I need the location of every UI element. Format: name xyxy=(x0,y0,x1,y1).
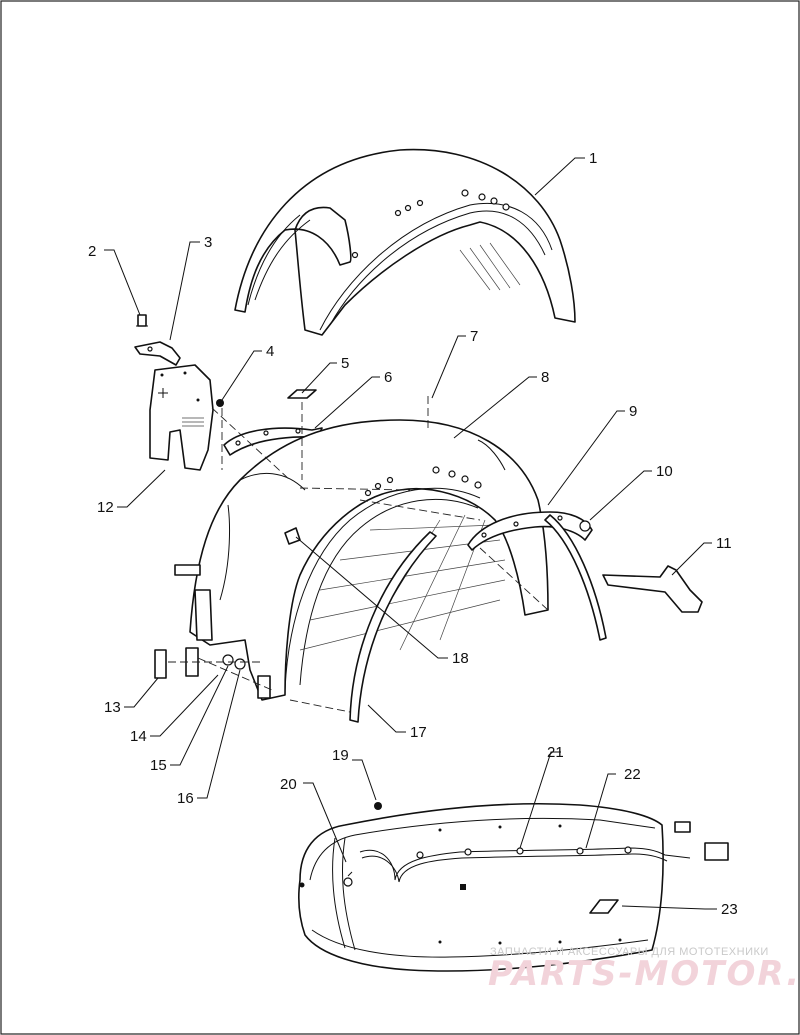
part-15-washer xyxy=(222,654,234,666)
part-1-fender-top xyxy=(234,148,576,336)
callout-1: 1 xyxy=(589,150,597,167)
callout-7: 7 xyxy=(470,328,478,345)
callout-19: 19 xyxy=(332,747,349,764)
part-9-trim-right xyxy=(467,511,593,551)
assembly-lines xyxy=(168,396,549,713)
part-5-pad xyxy=(287,389,317,399)
part-8-fender-main xyxy=(174,419,549,701)
part-3-bracket xyxy=(134,341,181,366)
callout-20: 20 xyxy=(280,776,297,793)
callout-9: 9 xyxy=(629,403,637,420)
callout-22: 22 xyxy=(624,766,641,783)
part-16-nut xyxy=(234,658,246,670)
watermark: ЗАПЧАСТИ И АКСЕССУАРЫ ДЛЯ МОТОТЕХНИКИ PA… xyxy=(488,946,800,994)
part-10-nut xyxy=(579,520,591,532)
callout-14: 14 xyxy=(130,728,147,745)
part-12-plate xyxy=(149,364,214,471)
callout-23: 23 xyxy=(721,901,738,918)
part-11-bracket xyxy=(602,565,703,613)
lower-fender-assembly xyxy=(298,802,729,972)
watermark-caption: ЗАПЧАСТИ И АКСЕССУАРЫ ДЛЯ МОТОТЕХНИКИ xyxy=(490,946,769,958)
callout-8: 8 xyxy=(541,369,549,386)
callout-11: 11 xyxy=(716,535,732,552)
callout-labels: 1 2 3 4 5 6 7 8 9 10 11 12 13 14 15 16 1… xyxy=(88,150,738,918)
callout-6: 6 xyxy=(384,369,392,386)
callout-18: 18 xyxy=(452,650,469,667)
callout-16: 16 xyxy=(177,790,194,807)
callout-21: 21 xyxy=(547,744,564,761)
callout-12: 12 xyxy=(97,499,114,516)
callout-3: 3 xyxy=(204,234,212,251)
callout-5: 5 xyxy=(341,355,349,372)
callout-4: 4 xyxy=(266,343,274,360)
part-13-clip xyxy=(154,649,167,679)
part-17-edge-strip xyxy=(349,531,437,723)
part-23-label xyxy=(589,899,619,914)
part-4-nut xyxy=(216,399,224,407)
leader-lines xyxy=(104,157,717,910)
callout-15: 15 xyxy=(150,757,167,774)
part-2-bolt xyxy=(136,314,148,327)
callout-13: 13 xyxy=(104,699,121,716)
watermark-brand: PARTS-MOTOR.RU xyxy=(488,954,800,994)
callout-2: 2 xyxy=(88,243,96,260)
callout-10: 10 xyxy=(656,463,673,480)
part-17-edge-strip-right xyxy=(544,514,607,641)
callout-17: 17 xyxy=(410,724,427,741)
part-19-grommet xyxy=(374,802,382,810)
